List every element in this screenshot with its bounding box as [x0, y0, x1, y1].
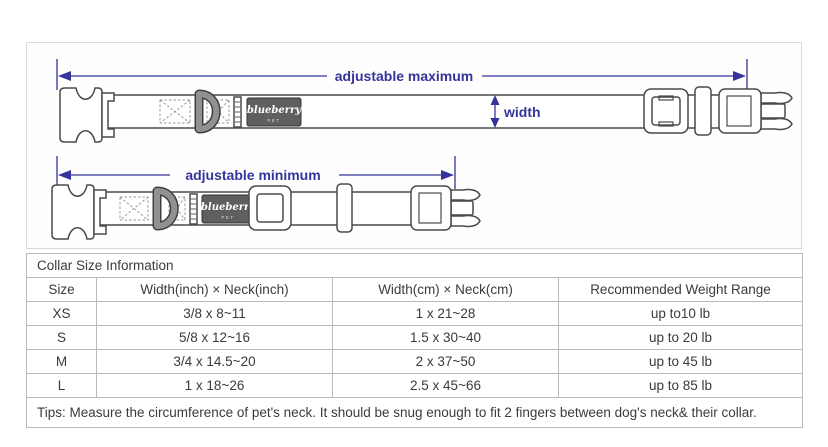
- keeper-loop: [694, 86, 712, 136]
- collar-max-diagram: adjustable maximum: [56, 59, 793, 143]
- cell-size: L: [26, 373, 97, 398]
- collar-min-diagram: adjustable minimum: [51, 156, 481, 240]
- table-row-s: S 5/8 x 12~16 1.5 x 30~40 up to 20 lb: [26, 325, 803, 350]
- adjustable-minimum-label: adjustable minimum: [185, 167, 320, 183]
- brand-sub: PET: [221, 215, 234, 220]
- table-row-l: L 1 x 18~26 2.5 x 45~66 up to 85 lb: [26, 373, 803, 398]
- brand-sub: PET: [267, 118, 280, 123]
- cell-cm: 1.5 x 30~40: [332, 325, 559, 350]
- buckle-male-clamp: [101, 92, 115, 138]
- woven-tag: [233, 96, 242, 128]
- adjustable-maximum-label: adjustable maximum: [335, 68, 474, 84]
- width-label: width: [503, 104, 541, 120]
- arrow-up-icon: [490, 95, 500, 105]
- keeper-loop: [336, 183, 353, 233]
- arrow-right-icon: [733, 71, 746, 81]
- cell-cm: 2.5 x 45~66: [332, 373, 559, 398]
- width-dimension: width: [490, 95, 541, 128]
- tri-glide-slider: [643, 88, 689, 134]
- cell-size: XS: [26, 301, 97, 326]
- cell-cm: 2 x 37~50: [332, 349, 559, 374]
- arrow-right-icon: [441, 170, 454, 180]
- stitch-box: [159, 99, 191, 124]
- header-width-cm: Width(cm) × Neck(cm): [332, 277, 559, 302]
- table-title: Collar Size Information: [26, 253, 803, 278]
- arrow-down-icon: [490, 118, 500, 128]
- cell-size: S: [26, 325, 97, 350]
- arrow-left-icon: [58, 170, 71, 180]
- table-title-row: Collar Size Information: [26, 253, 803, 278]
- table-row-m: M 3/4 x 14.5~20 2 x 37~50 up to 45 lb: [26, 349, 803, 374]
- buckle-female: [410, 185, 481, 231]
- cell-weight: up to 20 lb: [558, 325, 803, 350]
- cell-cm: 1 x 21~28: [332, 301, 559, 326]
- table-row-xs: XS 3/8 x 8~11 1 x 21~28 up to10 lb: [26, 301, 803, 326]
- tri-glide-slider: [248, 185, 292, 231]
- d-ring: [194, 89, 221, 134]
- brand-name: blueberry: [201, 202, 256, 213]
- cell-inch: 3/8 x 8~11: [96, 301, 333, 326]
- cell-weight: up to10 lb: [558, 301, 803, 326]
- cell-size: M: [26, 349, 97, 374]
- header-size: Size: [26, 277, 97, 302]
- cell-inch: 3/4 x 14.5~20: [96, 349, 333, 374]
- woven-tag: [189, 193, 198, 225]
- buckle-male-clamp: [93, 189, 107, 235]
- cell-weight: up to 45 lb: [558, 349, 803, 374]
- brand-label: blueberry PET: [246, 97, 302, 127]
- cell-inch: 1 x 18~26: [96, 373, 333, 398]
- collar-diagram-panel: adjustable maximum: [26, 42, 802, 249]
- header-weight-range: Recommended Weight Range: [558, 277, 803, 302]
- buckle-male: [59, 87, 103, 143]
- brand-label: blueberry PET: [201, 194, 256, 224]
- d-ring: [152, 186, 179, 231]
- buckle-female: [718, 88, 793, 134]
- adjustable-minimum-dimension: adjustable minimum: [56, 156, 456, 189]
- stitch-box: [119, 196, 149, 221]
- collar-size-table: Collar Size Information Size Width(inch)…: [26, 253, 803, 428]
- cell-weight: up to 85 lb: [558, 373, 803, 398]
- table-tips-row: Tips: Measure the circumference of pet's…: [26, 397, 803, 428]
- tips-text: Tips: Measure the circumference of pet's…: [26, 397, 803, 428]
- buckle-male: [51, 184, 95, 240]
- cell-inch: 5/8 x 12~16: [96, 325, 333, 350]
- table-header-row: Size Width(inch) × Neck(inch) Width(cm) …: [26, 277, 803, 302]
- arrow-left-icon: [58, 71, 71, 81]
- adjustable-maximum-dimension: adjustable maximum: [56, 59, 748, 90]
- brand-name: blueberry: [247, 105, 302, 116]
- header-width-inch: Width(inch) × Neck(inch): [96, 277, 333, 302]
